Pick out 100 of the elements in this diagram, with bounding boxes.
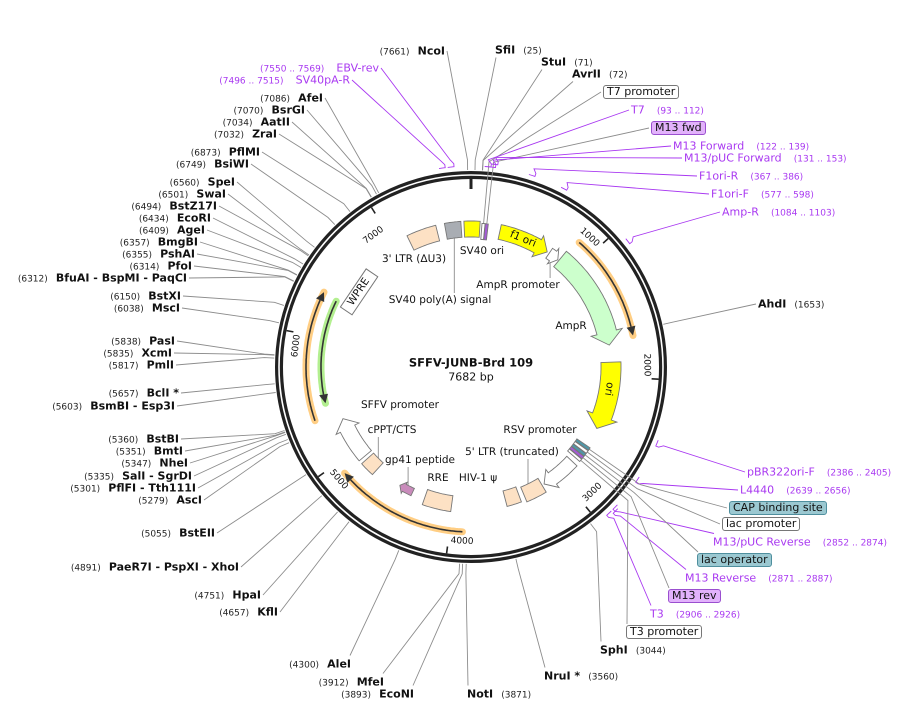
leader-line — [352, 80, 446, 170]
leader-line — [198, 439, 288, 488]
feature-bar — [568, 446, 585, 460]
feature-label: M13 rev — [668, 589, 721, 603]
restriction-site-label: SfiI (25) — [495, 42, 542, 58]
leader-line — [515, 558, 546, 668]
primer-label: M13 Reverse (2871 .. 2887) — [685, 570, 833, 586]
leader-line — [590, 523, 602, 642]
restriction-site-label: (6873) PflMI — [190, 144, 260, 160]
restriction-site-label: (5335) SalI - SgrDI — [84, 468, 192, 484]
leader-line — [204, 442, 290, 500]
feature-label: cPPT/CTS — [368, 424, 416, 436]
feature-bar — [566, 448, 582, 462]
restriction-site-label: (6357) BmgBI — [120, 234, 198, 250]
feature-label: lac promoter — [722, 517, 800, 531]
feature-box — [361, 452, 384, 476]
leader-line — [250, 164, 336, 226]
leader-line — [446, 50, 468, 170]
restriction-site-label: (6038) MscI — [114, 300, 180, 316]
restriction-site-label: AhdI (1653) — [758, 296, 824, 312]
feature-label: T3 promoter — [626, 625, 702, 639]
restriction-site-label: (4300) AleI — [289, 656, 351, 672]
leader-line — [625, 212, 720, 244]
restriction-site-label: (4751) HpaI — [194, 588, 261, 602]
restriction-site-label: (7086) AfeI — [260, 90, 323, 106]
primer-label: M13/pUC Reverse (2852 .. 2874) — [713, 534, 887, 550]
leader-line — [454, 238, 455, 294]
restriction-site-label: (4891) PaeR7I - PspXI - XhoI — [70, 560, 239, 574]
leader-line — [262, 511, 338, 596]
leader-line — [200, 242, 298, 276]
leader-line — [465, 563, 468, 686]
feature-box — [444, 220, 462, 240]
restriction-site-label: (5360) BstBI — [108, 432, 179, 446]
restriction-site-label: NotI (3871) — [467, 686, 532, 702]
leader-line — [586, 452, 720, 524]
restriction-site-label: (4657) KflI — [219, 604, 278, 620]
feature-box — [422, 488, 454, 512]
leader-line — [182, 308, 280, 324]
feature-label: AmpR — [555, 320, 587, 332]
restriction-site-label: (7070) BsrGI — [233, 102, 305, 118]
leader-line — [174, 352, 275, 356]
leader-line — [380, 68, 454, 168]
feature-label: HIV-1 ψ — [458, 472, 498, 484]
primer-label: T3 (2906 .. 2926) — [650, 606, 740, 622]
feature-label: SV40 poly(A) signal — [388, 294, 492, 306]
leader-line — [486, 128, 650, 224]
primer-label: (7496 .. 7515) SV40pA-R — [219, 72, 350, 88]
leader-line — [194, 266, 294, 282]
primer-label: M13 Forward (122 .. 139) — [673, 138, 810, 154]
feature-label: lac operator — [697, 553, 772, 567]
restriction-site-label: NruI * (3560) — [544, 668, 618, 684]
leader-line — [176, 392, 276, 406]
leader-line — [580, 460, 628, 624]
primer-label: (7550 .. 7569) EBV-rev — [260, 60, 379, 76]
leader-line — [408, 466, 409, 486]
leader-line — [560, 182, 710, 194]
sequence-length: 7682 bp — [448, 372, 494, 384]
leader-line — [306, 110, 377, 195]
feature-label: CAP binding site — [729, 501, 827, 515]
restriction-site-label: (5835) XcmI — [103, 346, 172, 360]
leader-line — [176, 340, 275, 356]
primer-label: M13/pUC Forward (131 .. 153) — [684, 150, 847, 166]
restriction-site-label: (5279) AscI — [138, 492, 202, 508]
restriction-site-label: (5603) BsmBI - Esp3I — [52, 398, 175, 414]
leader-line — [382, 563, 460, 674]
feature-box — [502, 486, 522, 507]
leader-line — [176, 357, 275, 366]
restriction-site-label: (6434) EcoRI — [138, 210, 211, 226]
restriction-site-label: (5817) PmlI — [108, 358, 174, 372]
primer-label: Amp-R (1084 .. 1103) — [722, 204, 836, 220]
feature-box — [463, 220, 481, 238]
restriction-site-label: (3912) MfeI — [318, 674, 384, 690]
primer-label: F1ori-R (367 .. 386) — [699, 168, 804, 184]
feature-block — [544, 456, 578, 488]
leader-line — [662, 304, 756, 325]
feature-bar — [572, 440, 589, 454]
restriction-site-label: (5347) NheI — [121, 456, 188, 470]
restriction-site-label: (6314) PfoI — [129, 258, 192, 274]
leader-line — [484, 110, 630, 168]
leader-line — [488, 146, 672, 168]
restriction-site-label: (7034) AatII — [222, 114, 290, 130]
leader-line — [324, 98, 380, 194]
feature-block — [545, 246, 560, 265]
leader-line — [612, 508, 686, 570]
leader-line — [635, 476, 738, 490]
restriction-site-label: (6150) BstXI — [110, 288, 181, 304]
restriction-site-label: (5055) BstEII — [141, 526, 215, 540]
leader-line — [588, 448, 728, 508]
leader-line — [292, 122, 372, 198]
leader-line — [491, 156, 682, 166]
feature-label: 3' LTR (ΔU3) — [382, 252, 446, 266]
leader-line — [206, 230, 302, 268]
leader-line — [228, 194, 310, 256]
restriction-site-label: SphI (3044) — [600, 642, 666, 658]
leader-line — [236, 182, 315, 248]
feature-label: M13 fwd — [651, 121, 706, 135]
restriction-site-label: (3893) EcoNI — [341, 686, 414, 702]
scale-label: 6000 — [291, 334, 304, 358]
restriction-site-label: (5351) BmtI — [116, 444, 183, 458]
leader-line — [180, 383, 276, 394]
